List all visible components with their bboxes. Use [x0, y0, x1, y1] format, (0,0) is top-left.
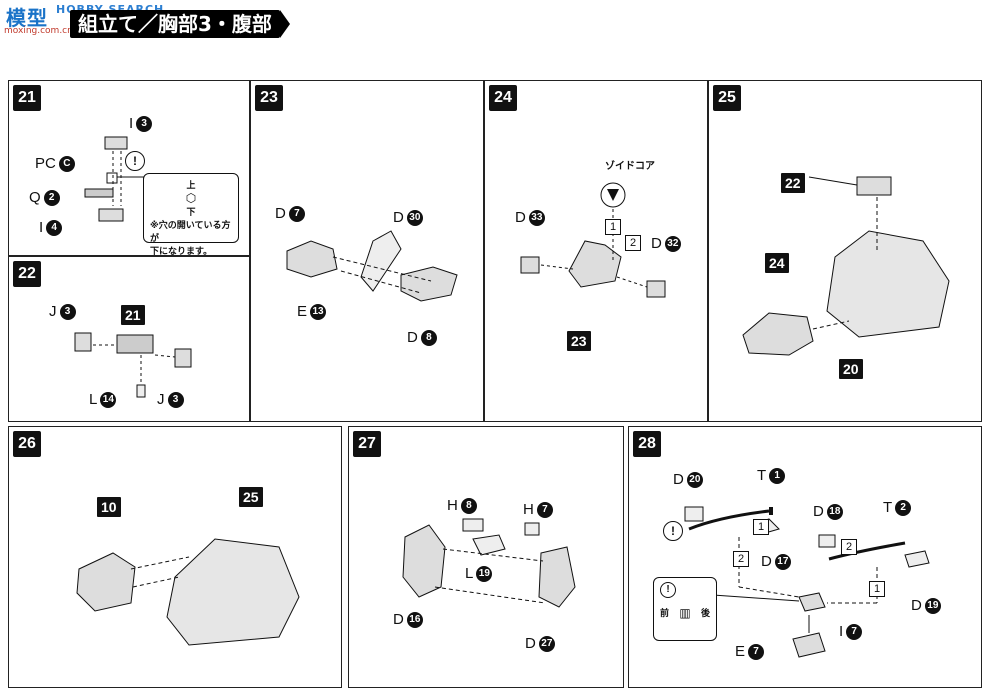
- step-number: 23: [255, 85, 283, 111]
- step-23-parts-drawing: [286, 230, 458, 302]
- alert-icon: !: [660, 582, 676, 598]
- step-number: 24: [489, 85, 517, 111]
- order-marker: 2: [733, 551, 749, 567]
- step-number: 25: [713, 85, 741, 111]
- header-bar: 模型 moxing.com.cn HOBBY SEARCH 組立て／胸部3・腹部: [0, 0, 990, 44]
- ref-label: 10: [97, 497, 121, 517]
- step-number: 22: [13, 261, 41, 287]
- step-number: 26: [13, 431, 41, 457]
- step-22-parts-drawing: [74, 332, 192, 398]
- step-26-parts-drawing: [76, 538, 300, 646]
- ref-label: 23: [567, 331, 591, 351]
- alert-icon: !: [125, 151, 145, 171]
- step-number: 28: [633, 431, 661, 457]
- note-box: ! 前 ▥ 後: [653, 577, 717, 641]
- order-marker: 1: [605, 219, 621, 235]
- zoid-core-label: ゾイドコア: [605, 161, 655, 172]
- step-25-panel: 25 22 24 20: [708, 80, 982, 422]
- step-27-parts-drawing: [402, 518, 576, 608]
- alert-icon: !: [663, 521, 683, 541]
- step-24-parts-drawing: [520, 182, 666, 298]
- note-box: 上 ⬡ 下 ※穴の開いている方が 下になります。: [143, 173, 239, 257]
- step-number: 27: [353, 431, 381, 457]
- step-25-parts-drawing: [742, 176, 950, 356]
- ref-label: 24: [765, 253, 789, 273]
- order-marker: 1: [753, 519, 769, 535]
- ref-label: 25: [239, 487, 263, 507]
- step-28-parts-drawing: [684, 506, 930, 658]
- ref-label: 20: [839, 359, 863, 379]
- order-marker: 1: [869, 581, 885, 597]
- step-21-parts-drawing: [84, 136, 147, 222]
- order-marker: 2: [841, 539, 857, 555]
- step-number: 21: [13, 85, 41, 111]
- site-logo: 模型 moxing.com.cn: [4, 6, 73, 36]
- part-orientation-icon: ▥: [679, 606, 691, 620]
- order-marker: 2: [625, 235, 641, 251]
- ref-label: 21: [121, 305, 145, 325]
- page-title: 組立て／胸部3・腹部: [70, 10, 290, 38]
- hole-part-icon: ⬡: [185, 191, 197, 205]
- step-26-panel: 26 10 25: [8, 426, 342, 688]
- ref-label: 22: [781, 173, 805, 193]
